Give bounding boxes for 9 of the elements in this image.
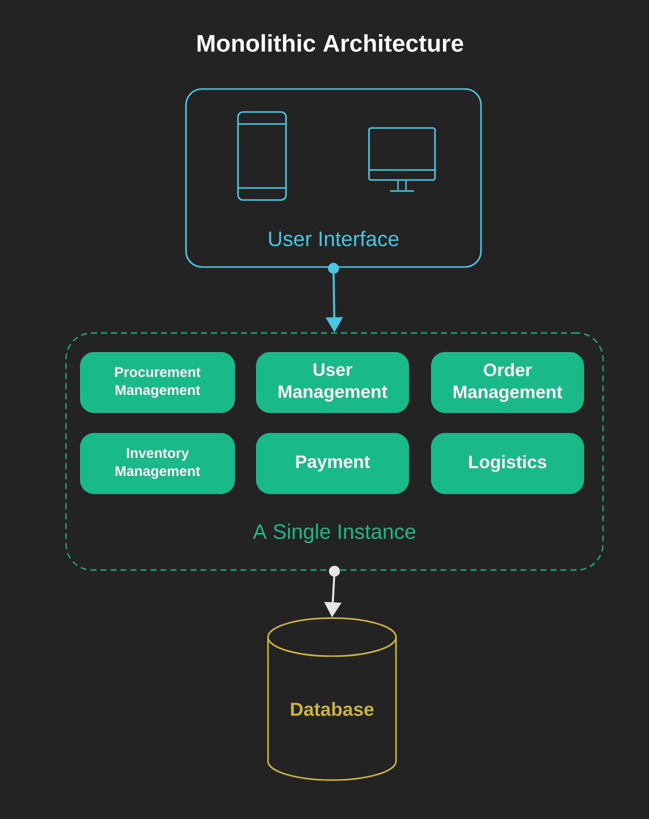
database-cylinder: Database xyxy=(267,617,397,781)
module-box: Procurement Management xyxy=(80,352,235,413)
module-box: Order Management xyxy=(431,352,584,413)
interface-box: User Interface xyxy=(185,88,482,268)
module-box: User Management xyxy=(256,352,409,413)
title: Monolithic Architecture xyxy=(198,34,464,52)
module-box: Inventory Management xyxy=(80,433,235,494)
module-box: Logistics xyxy=(431,433,584,494)
module-box: Payment xyxy=(256,433,409,494)
